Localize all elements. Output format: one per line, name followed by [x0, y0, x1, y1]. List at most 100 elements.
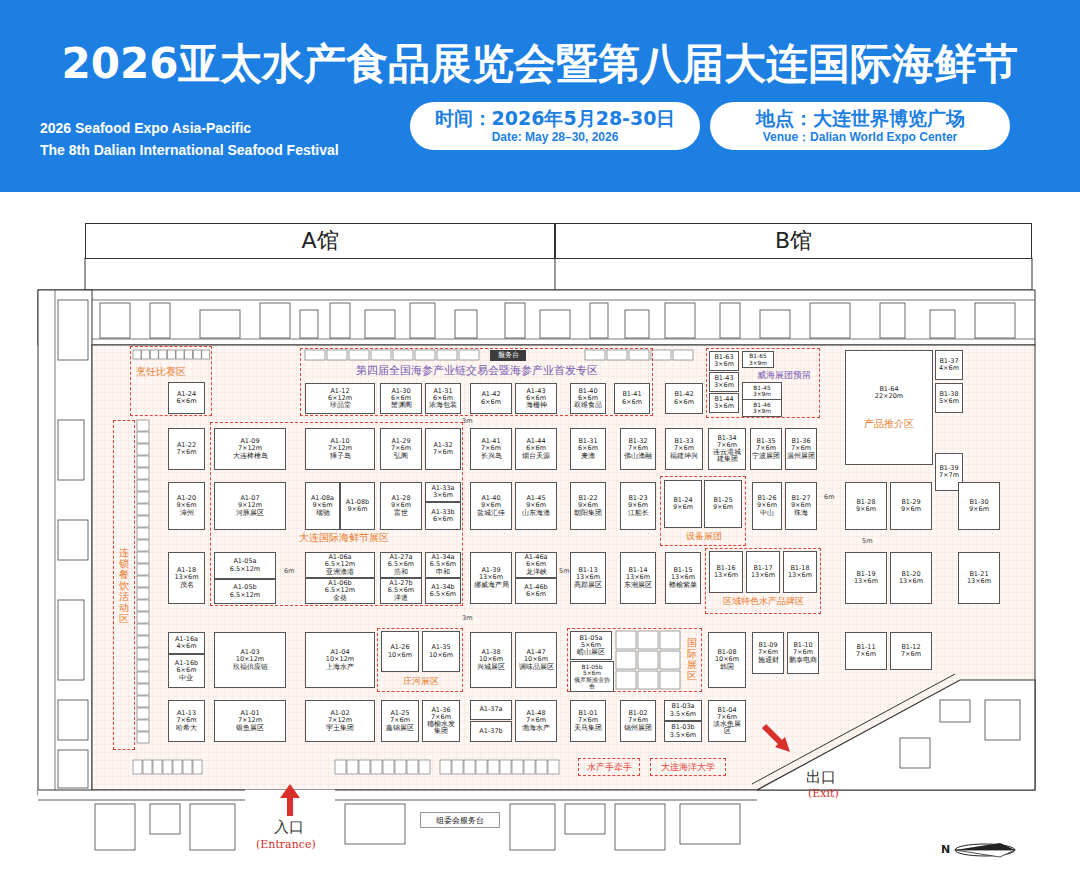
booth-size: 6×6m [526, 395, 547, 402]
booth-box: A1-4710×6m调味品展区 [515, 632, 557, 688]
small-booth [137, 684, 149, 695]
text-holder: B1-1613×6m [714, 565, 738, 579]
booth-number: B1-22 [574, 495, 602, 502]
booth-size: 9×12m [236, 502, 264, 509]
booth-size: 6×6m [524, 591, 547, 598]
exhibitor-name: 海栅神 [526, 402, 547, 409]
small-booth [137, 612, 149, 623]
booth-number: B1-65 [749, 353, 767, 359]
building-room [190, 804, 235, 850]
small-booth [383, 760, 394, 774]
small-booth [349, 350, 369, 360]
small-booth [607, 350, 627, 360]
booth-box: B1-1813×6m [783, 551, 817, 593]
exhibitor-name: 申和 [430, 569, 456, 576]
exhibitor-name: 鑫锦展区 [386, 725, 414, 732]
booth-number: B1-37 [939, 358, 959, 365]
text-holder: B1-017×6m天马集团 [574, 710, 602, 731]
node-text: B馆 [775, 226, 812, 256]
booth-number: B1-26 [757, 495, 777, 502]
side-room [58, 420, 84, 480]
bottom-wall [335, 800, 757, 801]
booth-number: A1-22 [176, 442, 196, 449]
hall-header: A馆 [85, 223, 555, 259]
booth-box: B1-406×6m双维食品 [570, 383, 606, 414]
text-holder: A1-246×6m [176, 391, 196, 405]
booth-box: B1-463×9m [742, 399, 782, 417]
small-booth [393, 350, 413, 360]
text-holder: B1-249×6m [673, 497, 693, 511]
wall-room [930, 310, 955, 338]
text-holder: A1-027×12m宇王集团 [326, 710, 354, 731]
booth-number: A1-34a [430, 554, 456, 561]
small-booth [137, 480, 149, 491]
booth-number: A1-33b [431, 509, 454, 516]
exhibitor-name: 朝阳集团 [574, 510, 602, 517]
booth-box: B1-097×6m施通财 [752, 632, 784, 674]
booth-size: 9×6m [522, 502, 550, 509]
text-holder: A1-017×12m银鱼展区 [236, 710, 264, 731]
booth-number: A1-46a [524, 554, 547, 561]
booth-size: 7×6m [670, 445, 698, 452]
entrance-arrow [287, 796, 293, 816]
text-holder: A1-34a6.5×6m申和 [430, 554, 456, 575]
text-holder: A1-367×6m穗榆水发集团 [424, 707, 458, 736]
info-pill: 时间：2026年5月28-30日Date: May 28–30, 2026 [410, 102, 700, 150]
booth-number: A1-29 [391, 438, 411, 445]
plan-label: The 8th Dalian International Seafood Fes… [40, 142, 339, 158]
small-booth [651, 350, 671, 360]
text-holder: B1-385×6m [939, 391, 959, 405]
small-booth [137, 444, 149, 455]
text-holder: A1-33b6×6m [431, 509, 454, 523]
booth-number: B1-08 [715, 649, 739, 656]
booth-number: B1-31 [578, 438, 598, 445]
booth-box: A1-37b [470, 721, 512, 742]
booth-box: B1-047×6m淡水鱼展区 [708, 700, 746, 742]
bottom-wall [38, 800, 245, 801]
booth-number: B1-19 [854, 571, 878, 578]
small-booth [137, 624, 149, 635]
booth-size: 10×12m [326, 656, 354, 663]
zone-outline: 国际展区B1-05a5×6m崂山展区B1-05b5×6m俄罗斯渔业协会 [567, 628, 702, 692]
text-holder: A1-27a6.5×6m浩和 [388, 554, 414, 575]
booth-number: A1-13 [176, 710, 197, 717]
booth-box: B1-107×6m鹏泰电商 [787, 632, 819, 674]
booth-size: 13×6m [854, 578, 878, 585]
floor-grid [92, 345, 1035, 790]
booth-size: 3×6m [431, 492, 454, 499]
booth-size: 7×6m [787, 445, 815, 452]
title-text: 2026亚太水产食品展览会暨第八届大连国际海鲜节 [0, 36, 1080, 92]
booth-size: 6×6m [574, 395, 602, 402]
booth-box: B1-2113×6m [958, 552, 1000, 604]
booth-number: B1-39 [939, 465, 959, 472]
booth-size: 9×6m [477, 502, 505, 509]
exhibitor-name: 长兴岛 [481, 453, 502, 460]
booth-box: A1-34a6.5×6m申和 [425, 552, 461, 578]
exhibitor-name: 浓海包装 [429, 402, 457, 409]
text-holder: B1-259×6m [713, 497, 733, 511]
booth-number: B1-43 [714, 375, 734, 382]
booth-size: 3×6m [714, 382, 734, 389]
text-holder: A1-487×6m渤海水产 [522, 710, 550, 731]
booth-size: 9×6m [791, 502, 811, 509]
booth-size: 7×6m [789, 649, 817, 656]
booth-box: B1-279×6m珠海 [785, 482, 817, 530]
booth-number: B1-45 [753, 385, 771, 391]
booth-box: A1-367×6m穗榆水发集团 [422, 700, 460, 742]
booth-size: 9×6m [856, 506, 876, 513]
booth-box: B1-0810×6m韩国 [708, 632, 746, 688]
booth-size: 7×12m [233, 445, 268, 452]
small-booth [137, 492, 149, 503]
booth-number: A1-41 [481, 438, 502, 445]
entrance-arrow [280, 784, 300, 798]
booth-number: A1-36 [424, 707, 458, 714]
booth-size: 13×6m [669, 574, 697, 581]
booth-size: 6×6m [524, 561, 547, 568]
booth-number: A1-48 [522, 710, 550, 717]
booth-size: 7×6m [574, 717, 602, 724]
zone-label: 设备展团 [686, 531, 722, 541]
booth-number: A1-37a [479, 706, 502, 713]
small-booth [327, 350, 347, 360]
text-holder: B1-1313×6m高郡展区 [574, 567, 602, 588]
booth-box: B1-453×9m [742, 382, 782, 400]
